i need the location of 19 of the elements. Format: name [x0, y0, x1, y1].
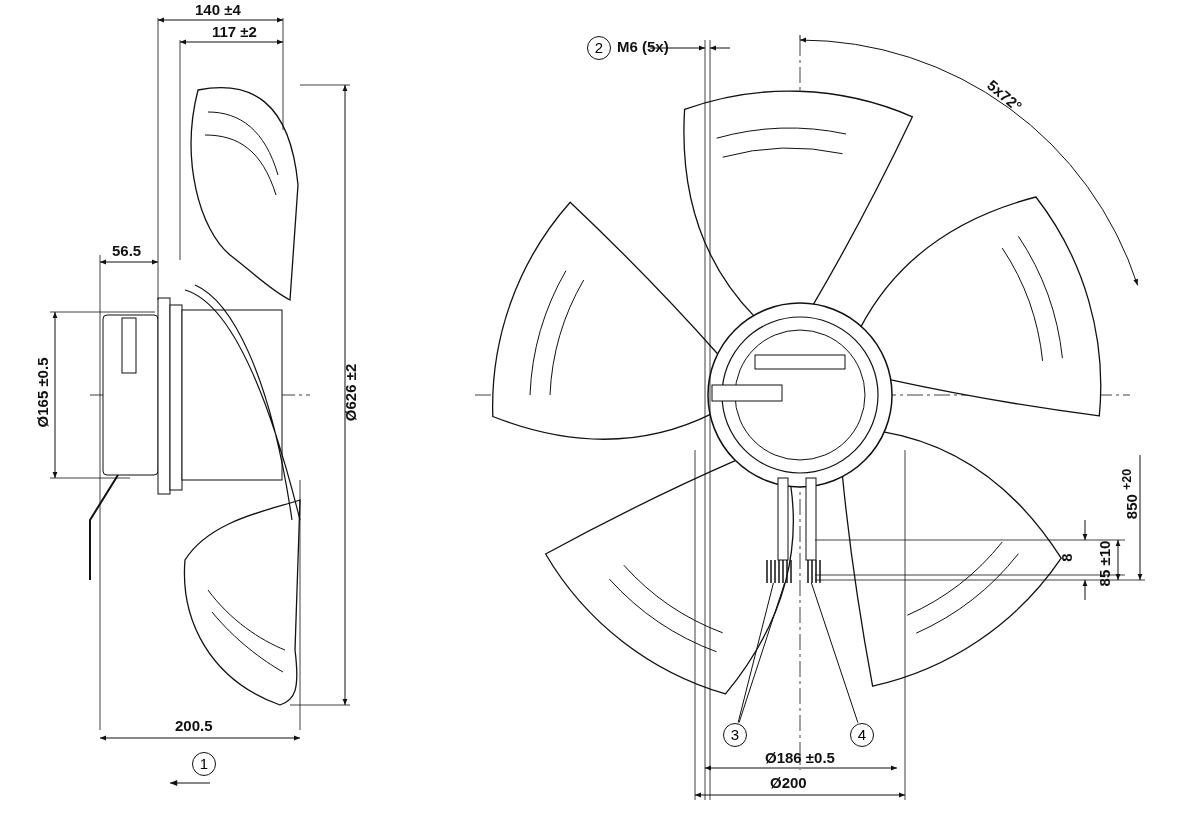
cable-ends [766, 559, 792, 584]
callout-number: 3 [723, 723, 747, 747]
leader-line [810, 582, 859, 724]
dimension-text: Ø165 ±0.5 [35, 357, 51, 428]
dimension-text: 140 ±4 [195, 2, 241, 17]
dimension-text: Ø626 ±2 [343, 363, 359, 422]
dimension-text: Ø186 ±0.5 [765, 750, 835, 765]
callout-number: 1 [192, 752, 216, 776]
dimension-text: 200.5 [175, 718, 213, 733]
dimension-text: 56.5 [112, 243, 142, 258]
cable-ends [807, 559, 821, 584]
callout-number: 2 [587, 36, 611, 60]
dimension-text: 8 [1058, 553, 1074, 562]
callout-number: 4 [850, 723, 874, 747]
leader-line [737, 582, 774, 723]
dimension-text: Ø200 [770, 775, 807, 790]
dimension-text: 85 ±10 [1097, 540, 1113, 587]
dimension-text: 117 ±2 [212, 24, 257, 39]
leader-line [738, 582, 786, 724]
